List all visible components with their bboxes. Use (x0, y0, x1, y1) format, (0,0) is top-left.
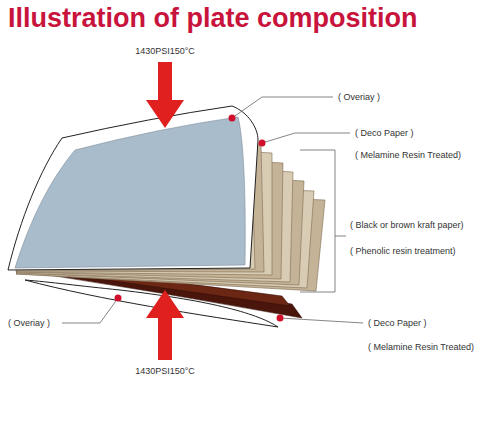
resin-note: ( Phenolic resin treatment) (350, 246, 456, 257)
pressure-label: 1430PSI150°C (135, 366, 195, 377)
leader-line (280, 318, 363, 323)
layer-label: ( Deco Paper ) (368, 318, 427, 329)
bracket (300, 150, 335, 292)
layer-label: ( Overiay ) (8, 318, 50, 329)
marker-dot (115, 295, 122, 302)
title: Illustration of plate composition (8, 2, 418, 34)
leader-line (232, 97, 333, 118)
pressure-label: 1430PSI150°C (135, 46, 195, 57)
marker-dot (259, 140, 266, 147)
marker-dot (277, 315, 284, 322)
resin-note: ( Melamine Resin Treated) (355, 150, 461, 161)
leader-line (335, 236, 346, 237)
overlay-sheet (25, 280, 278, 327)
leader-line (262, 133, 350, 143)
layer-label: ( Overiay ) (338, 92, 380, 103)
pressure-arrow (146, 290, 184, 360)
overlay-sheet (8, 106, 258, 270)
layer-label: ( Black or brown kraft paper) (350, 220, 464, 231)
marker-dot (229, 115, 236, 122)
deco-sheet (15, 117, 245, 268)
leader-line (62, 298, 118, 323)
pressure-arrow (146, 62, 184, 128)
layer-label: ( Deco Paper ) (355, 128, 414, 139)
resin-note: ( Melamine Resin Treated) (368, 342, 474, 353)
